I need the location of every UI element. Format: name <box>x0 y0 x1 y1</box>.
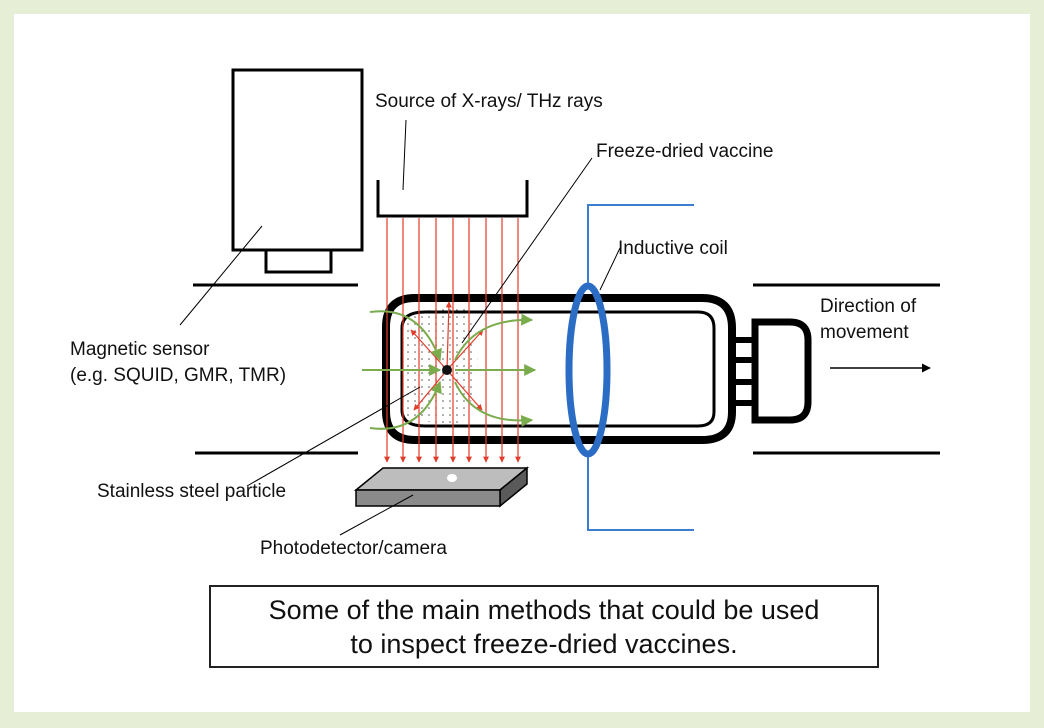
ray-source <box>376 180 529 218</box>
caption-line1: Some of the main methods that could be u… <box>268 594 820 625</box>
conveyor-rails <box>193 283 940 455</box>
scatter-ray <box>446 329 484 371</box>
steel-particle <box>442 365 452 375</box>
sensor-label-line2: (e.g. SQUID, GMR, TMR) <box>70 365 287 386</box>
scatter-ray <box>445 301 452 371</box>
coil-leads <box>587 204 694 531</box>
caption-box: Some of the main methods that could be u… <box>209 585 879 668</box>
detector-label: Photodetector/camera <box>260 538 447 559</box>
scatter-ray <box>413 369 448 411</box>
x-ray-beams <box>384 218 521 463</box>
leader-lines <box>179 119 621 536</box>
direction-label-line2: movement <box>820 322 909 343</box>
inductive-coil <box>565 282 611 458</box>
field-line <box>369 380 442 430</box>
detector-spot <box>447 474 457 482</box>
magnetic-field-lines <box>362 310 537 430</box>
field-line <box>369 310 442 362</box>
photodetector <box>353 466 530 508</box>
field-line <box>454 313 534 361</box>
vaccine-label: Freeze-dried vaccine <box>596 141 774 162</box>
field-line <box>454 381 534 427</box>
particle-label: Stainless steel particle <box>97 481 287 502</box>
direction-label-line1: Direction of <box>820 296 917 317</box>
sensor-label-line1: Magnetic sensor <box>70 339 210 360</box>
scatter-ray <box>410 329 448 371</box>
magnetic-sensor <box>231 68 364 274</box>
coil-label: Inductive coil <box>618 238 728 259</box>
freeze-dried-vaccine <box>406 306 478 425</box>
scatter-ray <box>446 369 483 411</box>
source-label: Source of X-rays/ THz rays <box>375 91 603 112</box>
caption-line2: to inspect freeze-dried vaccines. <box>350 628 738 659</box>
